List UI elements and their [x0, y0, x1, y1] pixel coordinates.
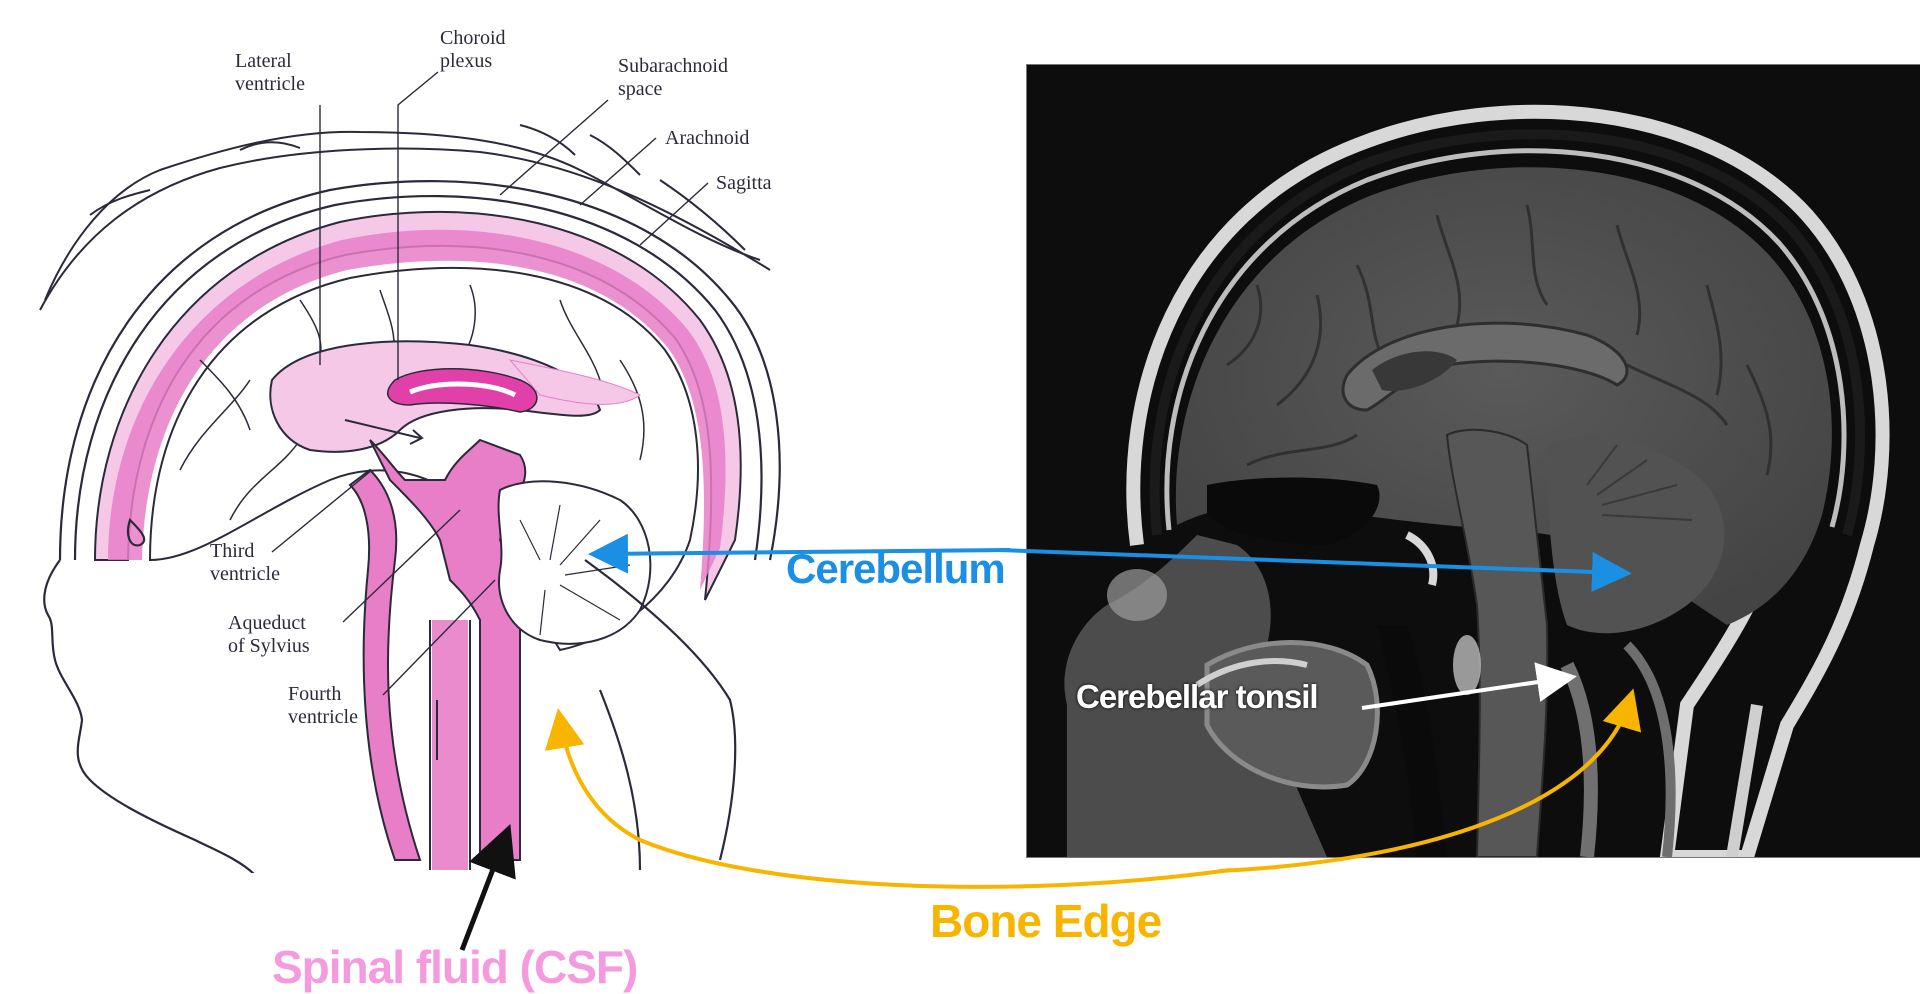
label-third-ventricle: Third ventricle [210, 540, 280, 585]
label-fourth-ventricle: Fourth ventricle [288, 683, 358, 728]
spinal-fluid-label: Spinal fluid (CSF) [272, 941, 638, 993]
spinal-fluid-arrow [459, 823, 516, 951]
label-lateral-ventricle: Lateral ventricle [235, 50, 305, 95]
label-arachnoid: Arachnoid [665, 127, 750, 149]
label-choroid-plexus: Choroid plexus [440, 27, 506, 72]
cerebellum-label: Cerebellum [786, 545, 1006, 592]
cerebellar-tonsil-arrow [1361, 662, 1577, 710]
label-sagittal: Sagitta [716, 172, 772, 194]
cerebellar-tonsil-label: Cerebellar tonsil [1076, 678, 1319, 715]
bone-edge-label: Bone Edge [930, 895, 1162, 947]
cerebellum-double-arrow [588, 533, 1632, 592]
mri-head-rendering [1064, 104, 1890, 857]
label-subarachnoid-space: Subarachnoid space [618, 55, 728, 100]
bone-edge-double-arrow [544, 688, 1642, 889]
label-aqueduct-of-sylvius: Aqueduct of Sylvius [228, 612, 310, 657]
csf-anatomy-diagram [39, 71, 781, 879]
sagittal-mri-image [1026, 64, 1920, 858]
